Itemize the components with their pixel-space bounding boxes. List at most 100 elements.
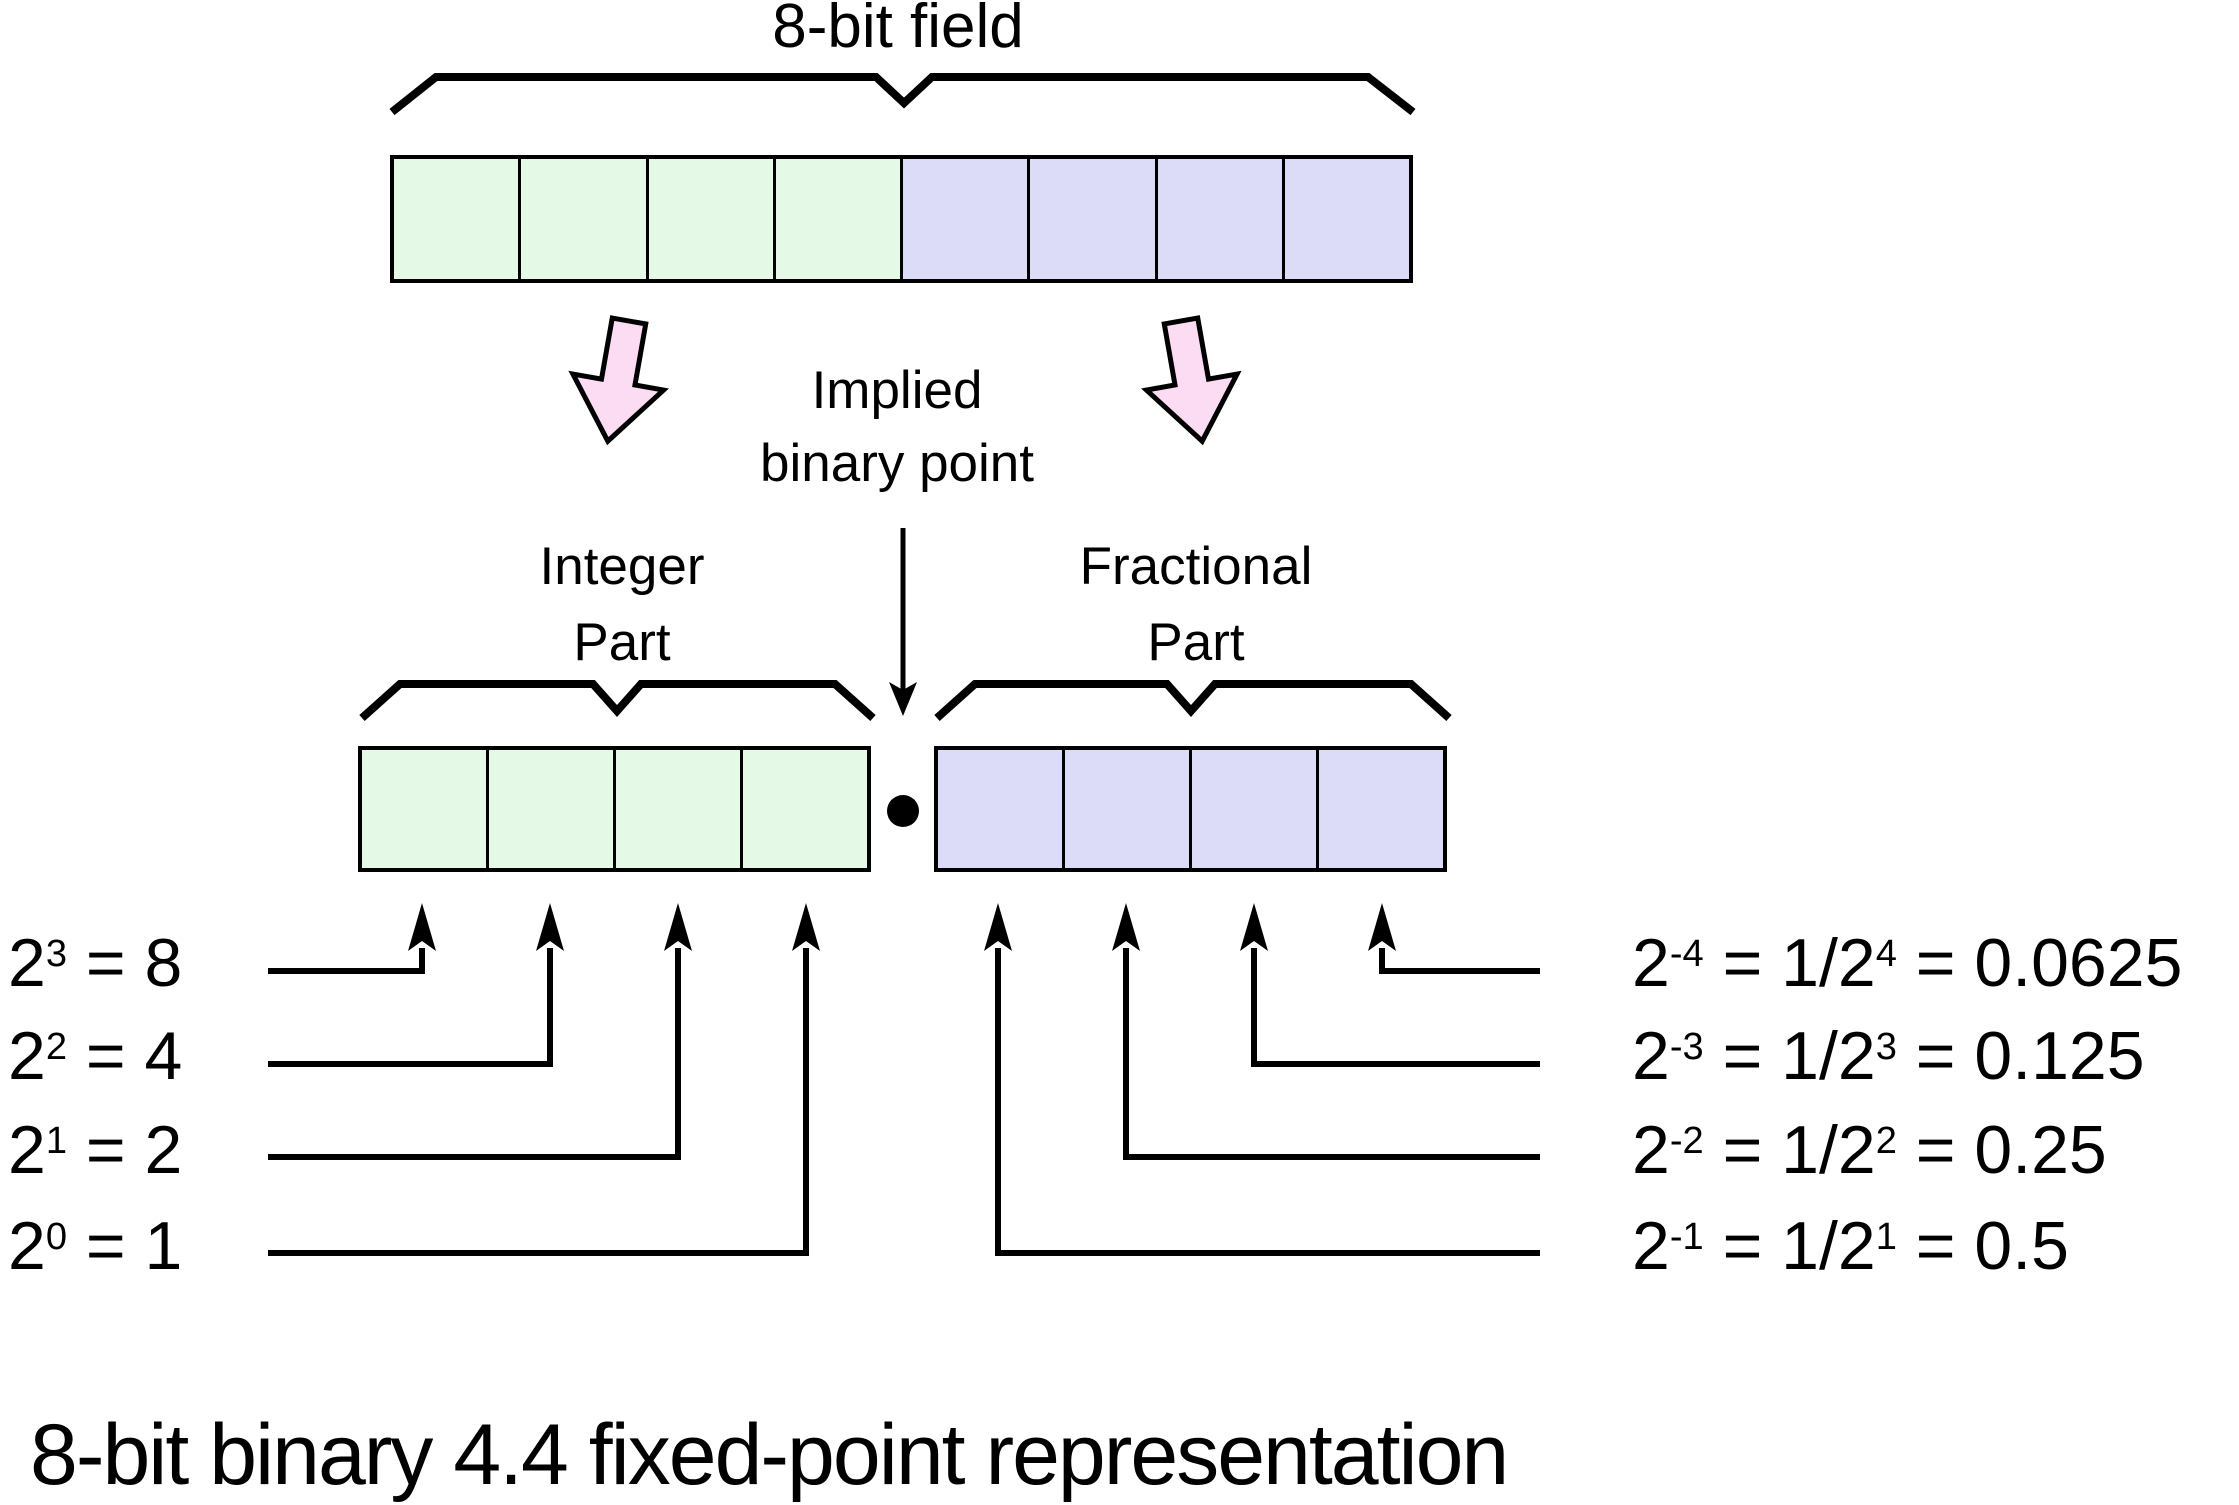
bit-cell bbox=[489, 750, 616, 868]
base: 2 bbox=[8, 1112, 46, 1188]
bit-cell bbox=[394, 159, 522, 279]
integer-label-line2: Part bbox=[573, 613, 671, 672]
split-arrow-right-icon bbox=[1141, 315, 1242, 446]
base: 2 bbox=[8, 925, 46, 1001]
leader-arrow-0-0625 bbox=[1368, 903, 1540, 974]
weight-label-8: 23 = 8 bbox=[8, 929, 182, 997]
value: = 2 bbox=[67, 1112, 183, 1188]
weight-label-4: 22 = 4 bbox=[8, 1022, 182, 1090]
leader-arrow-0-25 bbox=[1112, 903, 1540, 1160]
exponent: 0 bbox=[45, 1216, 68, 1259]
value: = 0.125 bbox=[1896, 1018, 2145, 1094]
integer-part-label: Integer Part bbox=[539, 529, 704, 681]
fractional-part-brace bbox=[934, 680, 1452, 721]
leader-line bbox=[268, 948, 809, 1256]
base: 2 bbox=[1632, 1112, 1670, 1188]
exponent: 1 bbox=[45, 1120, 68, 1163]
bit-cell bbox=[1030, 159, 1158, 279]
exponent2: 2 bbox=[1875, 1120, 1897, 1163]
fractional-part-label: Fractional Part bbox=[1080, 529, 1313, 681]
implied-label-line2: binary point bbox=[759, 434, 1035, 493]
bit-cell bbox=[1065, 750, 1192, 868]
value: = 0.5 bbox=[1896, 1208, 2069, 1284]
bit-cell bbox=[648, 159, 776, 279]
integer-label-line1: Integer bbox=[539, 537, 705, 596]
weight-label-1: 20 = 1 bbox=[8, 1212, 182, 1280]
bit-cell bbox=[775, 159, 903, 279]
exponent: -3 bbox=[1669, 1026, 1704, 1069]
value: = 1 bbox=[67, 1208, 183, 1284]
bit-cell bbox=[521, 159, 649, 279]
weight-label-0-125: 2-3 = 1/23 = 0.125 bbox=[1632, 1022, 2145, 1090]
leader-line bbox=[1251, 948, 1540, 1067]
bit-cell bbox=[616, 750, 743, 868]
fraction: = 1/2 bbox=[1703, 1018, 1876, 1094]
bit-cell bbox=[362, 750, 489, 868]
value: = 4 bbox=[67, 1018, 183, 1094]
leader-head bbox=[792, 903, 820, 951]
exponent: 3 bbox=[45, 933, 68, 976]
bit-cell bbox=[1284, 159, 1409, 279]
weight-label-2: 21 = 2 bbox=[8, 1116, 182, 1184]
leader-line bbox=[1379, 948, 1540, 974]
implied-label-line1: Implied bbox=[811, 361, 983, 420]
leader-arrow-8 bbox=[268, 903, 436, 974]
leader-arrow-0-125 bbox=[1240, 903, 1540, 1067]
exponent: -1 bbox=[1669, 1216, 1704, 1259]
bit-cell bbox=[1157, 159, 1285, 279]
leader-line bbox=[1123, 948, 1540, 1160]
value: = 0.25 bbox=[1896, 1112, 2107, 1188]
bit-cell bbox=[938, 750, 1065, 868]
leader-arrow-4 bbox=[268, 903, 564, 1067]
bit-cell bbox=[1192, 750, 1319, 868]
leader-head bbox=[984, 903, 1012, 951]
top-field-brace bbox=[389, 73, 1416, 116]
leader-arrow-1 bbox=[268, 903, 820, 1256]
fractional-label-line2: Part bbox=[1147, 613, 1245, 672]
integer-part-row bbox=[358, 746, 871, 872]
implied-binary-point-label: Implied binary point bbox=[760, 354, 1034, 500]
fraction: = 1/2 bbox=[1703, 1112, 1876, 1188]
fractional-label-line1: Fractional bbox=[1079, 537, 1313, 596]
implied-point-arrow bbox=[889, 528, 917, 716]
exponent2: 4 bbox=[1875, 933, 1897, 976]
bit-cell bbox=[903, 159, 1031, 279]
base: 2 bbox=[1632, 1208, 1670, 1284]
fraction: = 1/2 bbox=[1703, 1208, 1876, 1284]
leader-arrow-2 bbox=[268, 903, 692, 1160]
diagram-caption: 8-bit binary 4.4 fixed-point representat… bbox=[30, 1407, 1509, 1503]
value: = 0.0625 bbox=[1896, 925, 2183, 1001]
split-arrow-left-icon bbox=[568, 315, 669, 446]
leader-head bbox=[1240, 903, 1268, 951]
base: 2 bbox=[8, 1018, 46, 1094]
integer-part-brace bbox=[359, 680, 876, 721]
leader-line bbox=[268, 948, 553, 1067]
exponent: 2 bbox=[45, 1026, 68, 1069]
leader-head bbox=[664, 903, 692, 951]
base: 2 bbox=[1632, 925, 1670, 1001]
base: 2 bbox=[8, 1208, 46, 1284]
exponent2: 3 bbox=[1875, 1026, 1897, 1069]
leader-head bbox=[536, 903, 564, 951]
leader-head bbox=[1368, 903, 1396, 951]
leader-line bbox=[268, 948, 681, 1160]
fraction: = 1/2 bbox=[1703, 925, 1876, 1001]
binary-point-dot bbox=[887, 795, 919, 827]
fractional-part-row bbox=[934, 746, 1447, 872]
leader-arrow-0-5 bbox=[984, 903, 1540, 1256]
exponent: -2 bbox=[1669, 1120, 1704, 1163]
weight-label-0-5: 2-1 = 1/21 = 0.5 bbox=[1632, 1212, 2069, 1280]
base: 2 bbox=[1632, 1018, 1670, 1094]
leader-line bbox=[995, 948, 1540, 1256]
field-label: 8-bit field bbox=[772, 0, 1024, 61]
weight-label-0-0625: 2-4 = 1/24 = 0.0625 bbox=[1632, 929, 2182, 997]
exponent: -4 bbox=[1669, 933, 1704, 976]
value: = 8 bbox=[67, 925, 183, 1001]
arrow-head bbox=[889, 682, 917, 716]
bit-field-row bbox=[390, 155, 1413, 283]
bit-cell bbox=[743, 750, 867, 868]
exponent2: 1 bbox=[1875, 1216, 1897, 1259]
bit-cell bbox=[1319, 750, 1443, 868]
weight-label-0-25: 2-2 = 1/22 = 0.25 bbox=[1632, 1116, 2107, 1184]
